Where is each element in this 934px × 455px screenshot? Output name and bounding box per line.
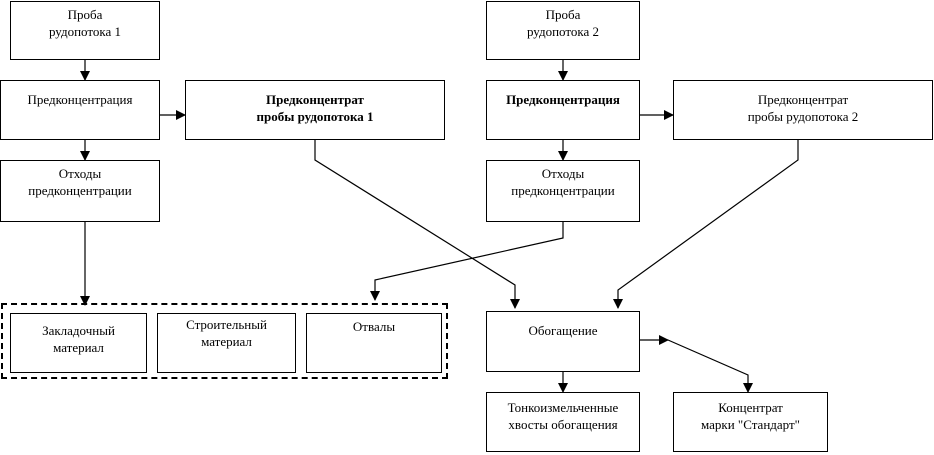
tailings2-box: Отходы предконцентрации (486, 160, 640, 222)
tailings1-box: Отходы предконцентрации (0, 160, 160, 222)
preconc2-box: Предконцентрация (486, 80, 640, 140)
beneficiation-box: Обогащение (486, 311, 640, 372)
sample2-box: Проба рудопотока 2 (486, 1, 640, 60)
concentrate-box: Концентрат марки "Стандарт" (673, 392, 828, 452)
construction-box: Строительный материал (157, 313, 296, 373)
tailings-use-group (1, 303, 448, 379)
arrow-tailings2-to-dumps (370, 222, 564, 301)
preconcentrate1-box: Предконцентрат пробы рудопотока 1 (185, 80, 445, 140)
arrow-preconcentrate2-to-beneficiation (613, 140, 799, 309)
backfill-box: Закладочный материал (10, 313, 147, 373)
arrow-preconcentrate1-to-beneficiation (314, 140, 520, 309)
fine-tailings-box: Тонкоизмельченные хвосты обогащения (486, 392, 640, 452)
preconc1-box: Предконцентрация (0, 80, 160, 140)
dumps-box: Отвалы (306, 313, 442, 373)
preconcentrate2-box: Предконцентрат пробы рудопотока 2 (673, 80, 933, 140)
arrow-beneficiation-to-concentrate (667, 339, 753, 393)
sample1-box: Проба рудопотока 1 (10, 1, 160, 60)
